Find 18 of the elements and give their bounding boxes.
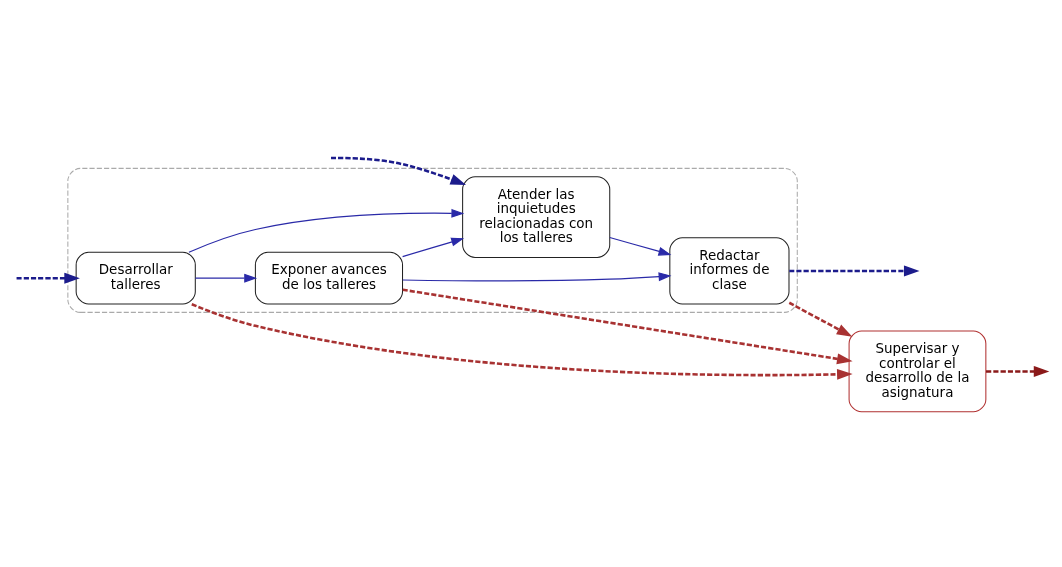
arrow <box>402 288 853 364</box>
arrow <box>789 265 920 276</box>
arrow <box>191 302 853 380</box>
node-box: Exponer avances de los talleres <box>254 251 404 305</box>
arrow <box>986 365 1050 377</box>
arrow <box>188 208 465 253</box>
arrow <box>331 156 467 185</box>
arrow <box>609 236 672 256</box>
arrow <box>402 237 465 257</box>
arrow <box>16 272 80 284</box>
node-box: Redactar informes de clase <box>669 236 790 305</box>
arrow <box>402 271 672 282</box>
cluster <box>67 167 798 313</box>
node-box: Supervisar y controlar el desarrollo de la asignatura <box>848 330 987 412</box>
node-box: Desarrollar talleres <box>75 251 196 305</box>
arrow <box>788 301 853 337</box>
node-box: Atender las inquietudes relacionadas con los talleres <box>462 175 611 258</box>
arrow <box>194 273 258 283</box>
